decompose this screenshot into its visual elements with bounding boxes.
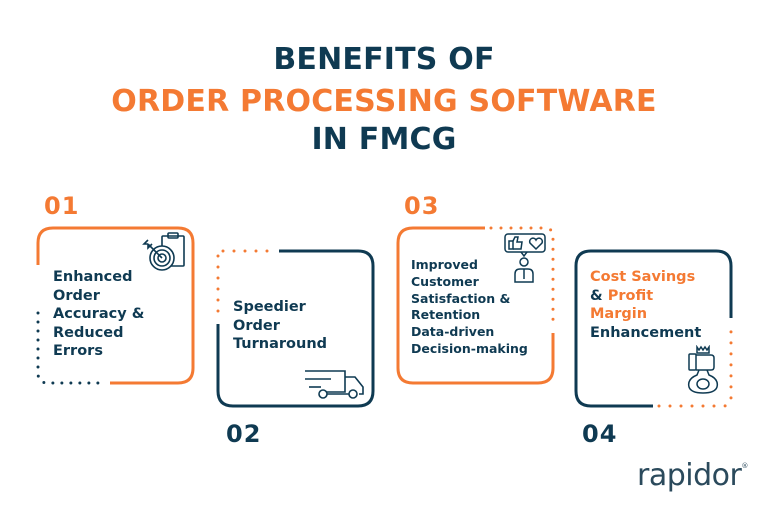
card-text: Improved Customer Satisfaction & Retenti…	[411, 257, 528, 358]
title-line-2: ORDER PROCESSING SOFTWARE	[111, 84, 657, 119]
card-number: 03	[404, 192, 440, 220]
target-clipboard-icon	[142, 232, 185, 271]
card-text-line: Order	[233, 317, 280, 334]
card-text-line: Decision-making	[411, 340, 528, 356]
title-line-3: IN FMCG	[311, 122, 457, 157]
card-text-highlight: Margin	[590, 306, 648, 323]
card-text-line: Errors	[53, 343, 103, 360]
card-text-segment: &	[590, 287, 603, 304]
card-frame	[216, 249, 375, 408]
card-text-line: Speedier	[233, 299, 306, 315]
card-text-line: Customer	[411, 273, 479, 289]
title-line-1: BENEFITS OF	[273, 42, 495, 77]
money-bag-hand-icon	[687, 345, 719, 394]
card-text-highlight: Cost Savings	[590, 269, 696, 285]
card-text-segment: Enhancement	[590, 324, 702, 341]
card-text: Cost Savings & Profit Margin Enhancement	[590, 268, 701, 342]
card-text-highlight: Profit	[607, 287, 654, 304]
card-frame	[574, 249, 733, 408]
rapidor-logo: rapidor®	[637, 458, 748, 493]
card-text: Speedier Order Turnaround	[233, 298, 327, 354]
card-number: 01	[44, 192, 80, 220]
card-text-line: Order	[53, 287, 100, 304]
card-number: 04	[582, 420, 618, 448]
card-number: 02	[226, 420, 262, 448]
brand-name: rapidor	[637, 458, 742, 493]
card-text: Enhanced Order Accuracy & Reduced Errors	[53, 268, 144, 361]
registered-mark: ®	[741, 462, 748, 470]
card-text-line: Turnaround	[233, 336, 328, 353]
card-text-line: Accuracy &	[53, 306, 145, 323]
card-text-line: Improved	[411, 257, 478, 272]
card-text-line: Reduced	[53, 324, 124, 341]
card-text-line: Satisfaction &	[411, 290, 511, 306]
card-frame	[36, 226, 195, 385]
delivery-truck-icon	[305, 370, 364, 399]
card-frame	[396, 226, 555, 385]
card-text-line: Enhanced	[53, 269, 133, 285]
card-text-line: Retention	[411, 307, 481, 323]
customer-feedback-icon	[504, 233, 546, 283]
card-text-line: Data-driven	[411, 324, 495, 339]
